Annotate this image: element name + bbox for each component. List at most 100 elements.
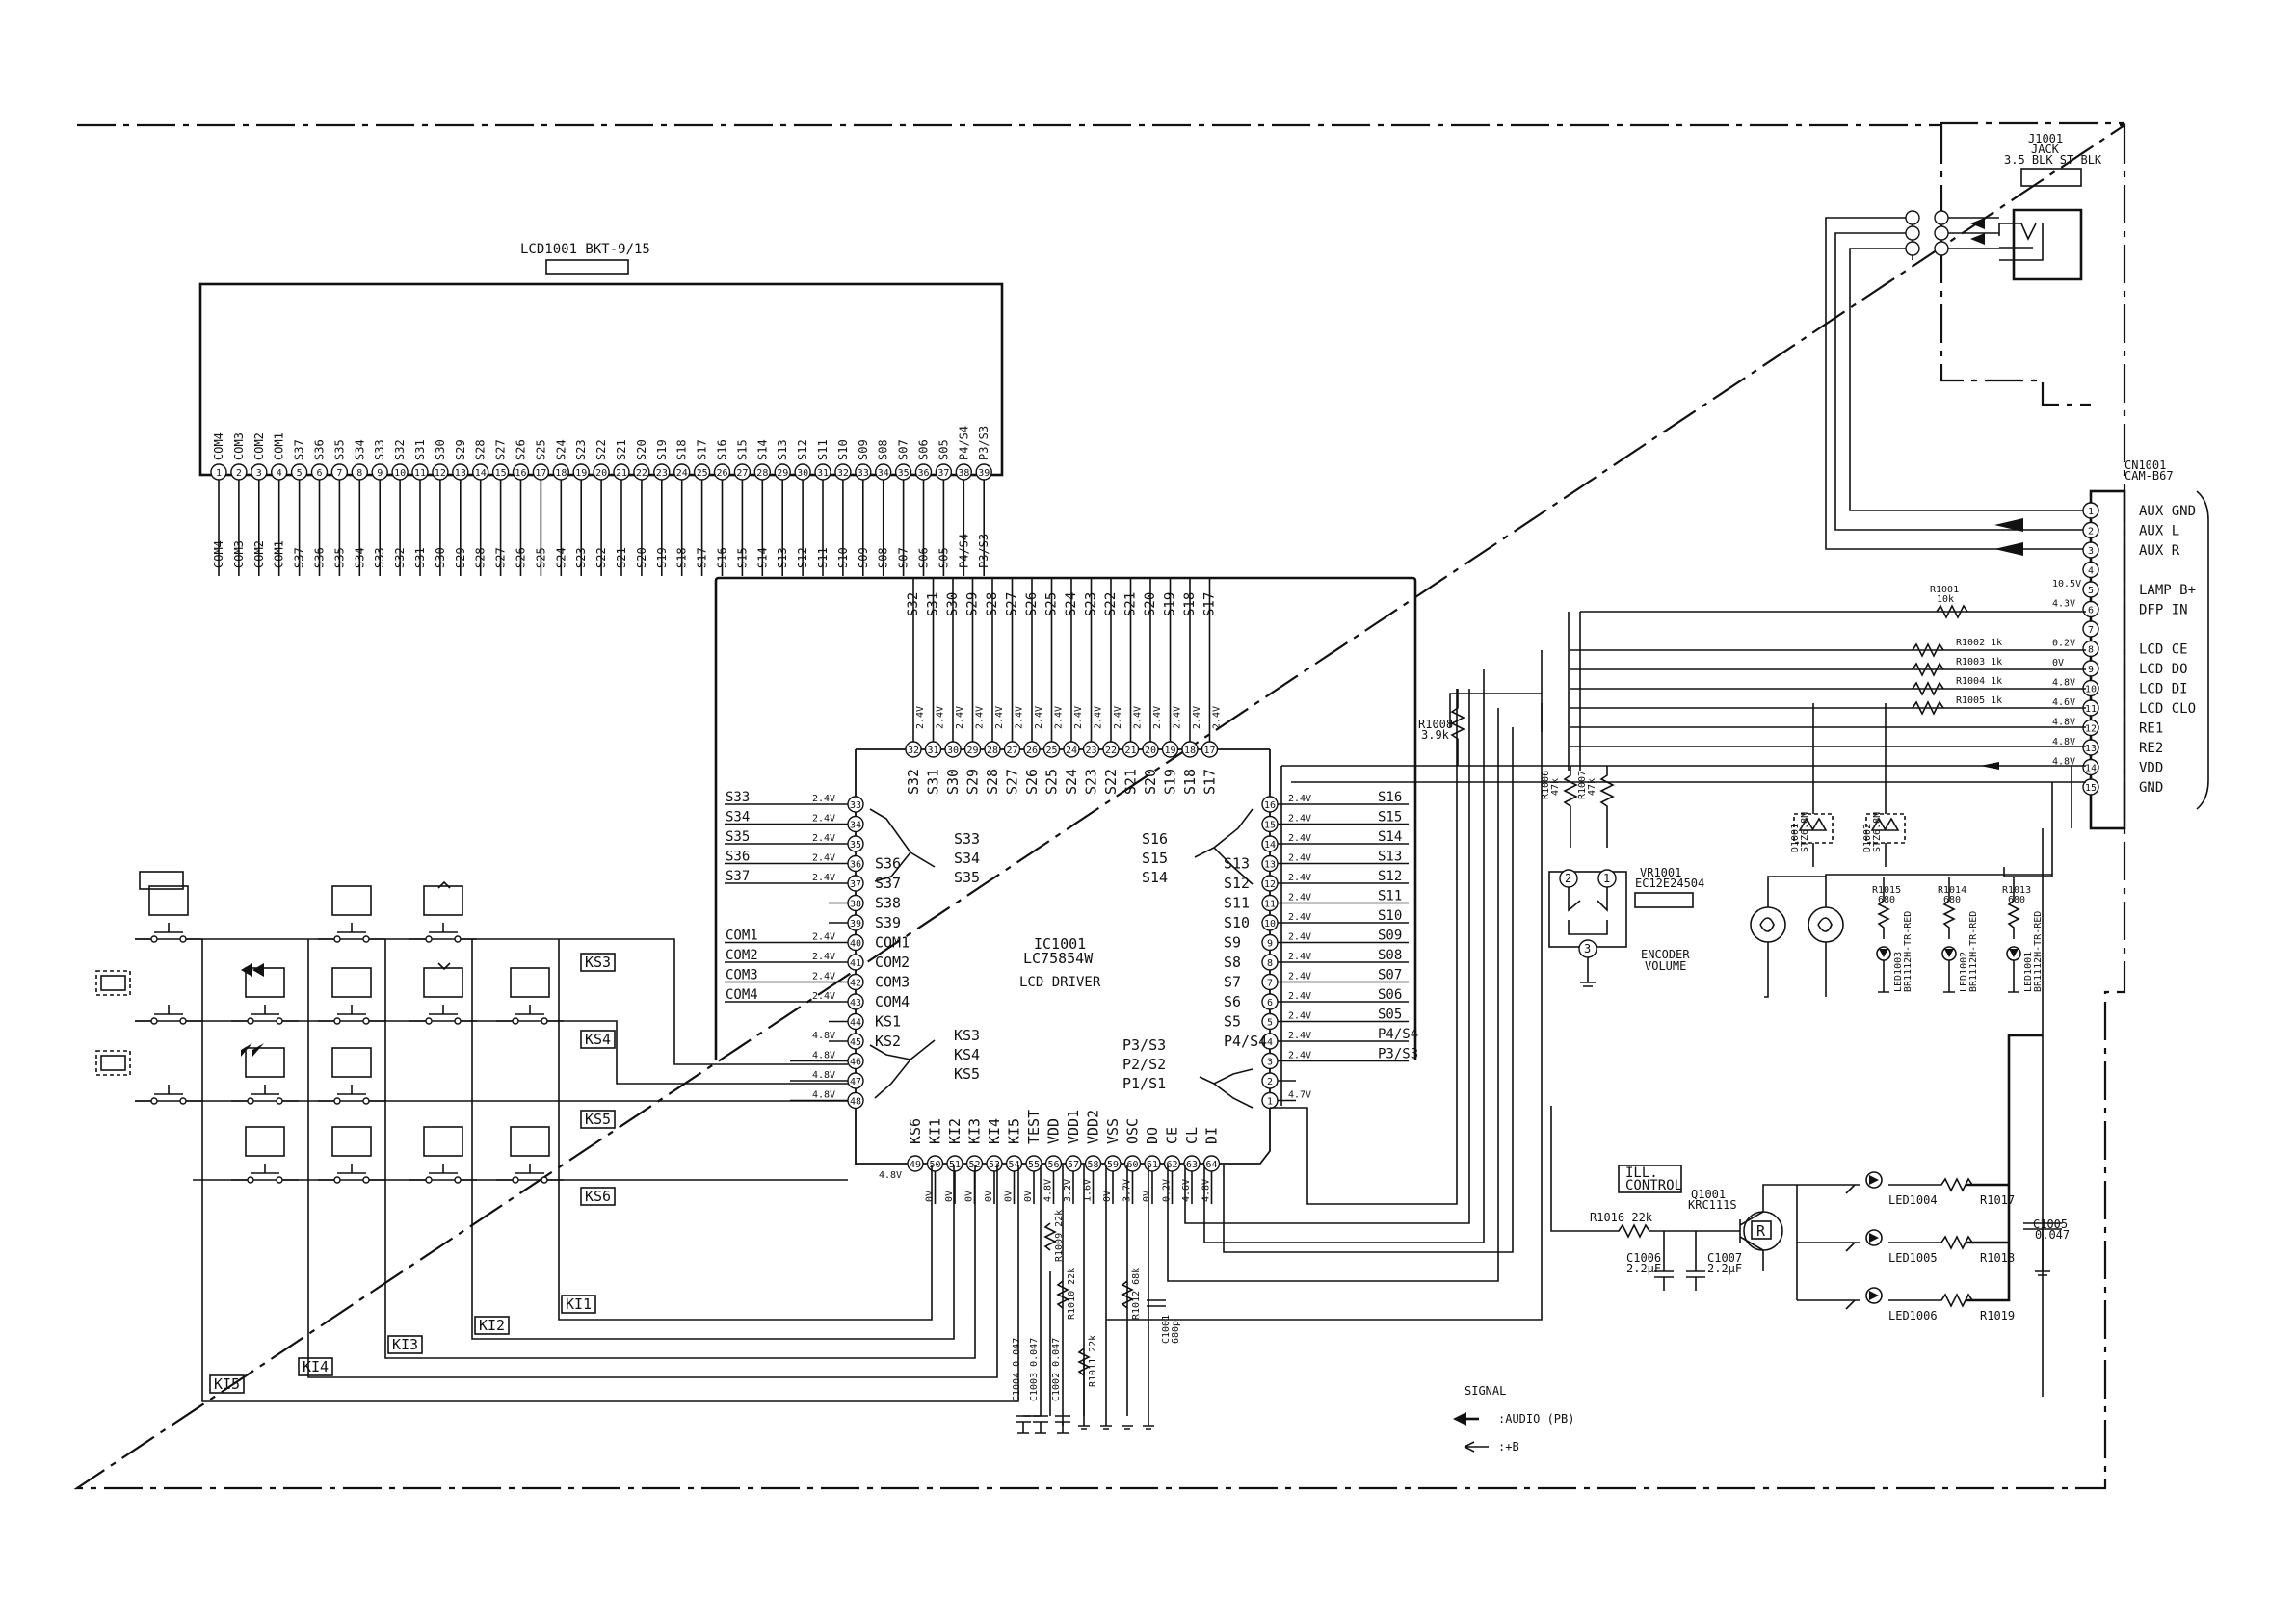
ill-l1: ILL. <box>1625 1165 1658 1181</box>
ic-top-volt-23: 2.4V <box>1094 706 1104 729</box>
key-r3-c1-contact-b <box>276 1176 283 1184</box>
lcd-pin-27-num: 27 <box>736 468 748 479</box>
right-group-bottom-2: P1/S1 <box>1122 1075 1166 1092</box>
lcd-pin-label-top-22: S19 <box>655 439 669 460</box>
lcd-pin-label-top-11: S30 <box>434 439 447 460</box>
lcd-pin-4-num: 4 <box>277 468 282 479</box>
lcd-pin-33-num: 33 <box>858 468 869 479</box>
ic-pin-25-num: 25 <box>1046 746 1058 756</box>
lcd-ref: LCD1001 BKT-9/15 <box>520 242 650 257</box>
ic-top-volt-20: 2.4V <box>1152 706 1163 729</box>
key-r1-c0-contact-b <box>179 1017 187 1025</box>
ic-pin-23-circle <box>1082 741 1100 758</box>
svg-text:1: 1 <box>1603 872 1610 885</box>
right-group-top-1: S15 <box>1142 850 1168 867</box>
ic-bottom-name-61: DO <box>1144 1127 1161 1144</box>
cn-label-6: DFP IN <box>2139 603 2188 618</box>
lcd-pin-label-top-33: S08 <box>877 439 890 460</box>
ill-led-rays-2 <box>1845 1299 1856 1310</box>
c1006-ref: C1006 <box>1626 1251 1661 1265</box>
ill-res-ref-0: R1017 <box>1980 1193 2015 1207</box>
key-r3-c1-actuator <box>251 1164 279 1174</box>
cn-label-1: AUX GND <box>2139 504 2196 519</box>
cn-volt-9: 0V <box>2052 658 2064 668</box>
ic-top-volt-29: 2.4V <box>975 706 986 729</box>
ic-pin-46-num: 46 <box>850 1058 861 1068</box>
lcd-pin-label-bottom-26: S15 <box>735 547 749 568</box>
legend-b: :+B <box>1498 1440 1519 1453</box>
ic-pin-59-num: 59 <box>1107 1160 1119 1170</box>
lcd-pin-label-bottom-25: S16 <box>716 547 729 568</box>
ic-pin-13-num: 13 <box>1264 860 1276 871</box>
prev-track-icon <box>241 963 252 977</box>
lcd-pin-label-bottom-12: S29 <box>454 547 467 568</box>
ic-right-name-6: S6 <box>1224 993 1241 1010</box>
ic-pin-17-num: 17 <box>1204 746 1216 756</box>
ic-pin-37-num: 37 <box>850 879 861 890</box>
lcd-pin-label-bottom-13: S28 <box>474 547 488 568</box>
ic-right-net-13: S13 <box>1378 850 1402 865</box>
ic-pin-42-num: 42 <box>850 979 861 989</box>
ill-led-rays-1 <box>1845 1242 1856 1252</box>
cn-label-15: GND <box>2139 780 2163 796</box>
key-r3-c2-contact-b <box>362 1176 370 1184</box>
ic-pin-8-num: 8 <box>1267 958 1273 969</box>
ic-right-name-10: S10 <box>1224 914 1250 931</box>
key-r3-c1-contact-a <box>247 1176 254 1184</box>
ic-bottom-volt-51: 0V <box>944 1191 955 1202</box>
lcd-pin-13-num: 13 <box>455 468 466 479</box>
lcd-pin-37-num: 37 <box>937 468 949 479</box>
cn-pin-3-circle <box>2082 541 2099 559</box>
ic-pin-26-circle <box>1023 741 1041 758</box>
input-label-ki1: KI1 <box>566 1296 592 1313</box>
cn-pin-2-num: 2 <box>2088 527 2094 537</box>
ic-top-volt-27: 2.4V <box>1015 706 1025 729</box>
c1005-ref: C1005 <box>2033 1217 2068 1231</box>
ic-top-name-24: S24 <box>1063 769 1080 795</box>
cn-pin-14-circle <box>2082 758 2099 776</box>
ic-top-net-29: S29 <box>965 592 981 616</box>
key-r3-c3-keycap <box>423 1126 463 1157</box>
ic-pin-50-num: 50 <box>930 1160 941 1170</box>
lcd-pin-label-top-37: P4/S4 <box>957 426 970 460</box>
key-r2-c1-contact-a <box>247 1097 254 1105</box>
cn-label-13: RE2 <box>2139 741 2163 756</box>
ic-right-net-5: S05 <box>1378 1008 1402 1023</box>
r-right-ref-2: R1003 1k <box>1956 657 2002 668</box>
jack-arrow-2 <box>1970 233 1985 245</box>
lcd-pin-17-num: 17 <box>535 468 546 479</box>
key-r2-c0-dashed-cap-inner <box>100 1055 126 1071</box>
c1001-val: 680p <box>1171 1321 1181 1344</box>
ic-left-group-top: S33 S34 S35 <box>869 808 980 886</box>
ic-pin-32-num: 32 <box>908 746 919 756</box>
ic-top-name-29: S29 <box>964 769 982 795</box>
zener-part-1: STZ6.8N <box>1872 812 1883 852</box>
scan-label-ks6: KS6 <box>585 1188 611 1205</box>
lamp-sockets <box>1750 874 2052 998</box>
ic-right-net-8: S08 <box>1378 948 1402 963</box>
ic-bottom-name-64: DI <box>1203 1127 1221 1144</box>
lcd-pin-label-top-29: S12 <box>796 439 809 460</box>
ic-right-net-10: S10 <box>1378 908 1402 924</box>
ic-bottom-volt-52: 0V <box>964 1191 975 1202</box>
svg-text:2: 2 <box>1565 872 1571 885</box>
right-group-top-0: S16 <box>1142 830 1168 848</box>
r1008-ref: R1008 <box>1418 718 1453 731</box>
lcd-pin-label-bottom-6: S35 <box>332 547 346 568</box>
ic-pin-30-circle <box>944 741 962 758</box>
zener-1 <box>1870 817 1900 831</box>
ic-pin-15-num: 15 <box>1264 821 1276 831</box>
cn-label-5: LAMP B+ <box>2139 583 2196 598</box>
ic-left-net-41: COM2 <box>726 948 758 963</box>
key-r1-c2-keycap <box>331 967 372 998</box>
ic-top-name-21: S21 <box>1122 769 1140 795</box>
lcd-pin-32-num: 32 <box>837 468 849 479</box>
ic-right-net-6: S06 <box>1378 987 1402 1003</box>
ground-0 <box>1078 1425 1090 1430</box>
lcd-pin-1-num: 1 <box>216 468 222 479</box>
cn-volt-14: 4.8V <box>2052 757 2075 768</box>
ic-pin-49-circle <box>907 1155 924 1172</box>
ic-pin-44-num: 44 <box>850 1018 861 1029</box>
lcd-pin-label-top-3: COM1 <box>273 432 286 460</box>
ic-pin-40-num: 40 <box>850 939 861 950</box>
